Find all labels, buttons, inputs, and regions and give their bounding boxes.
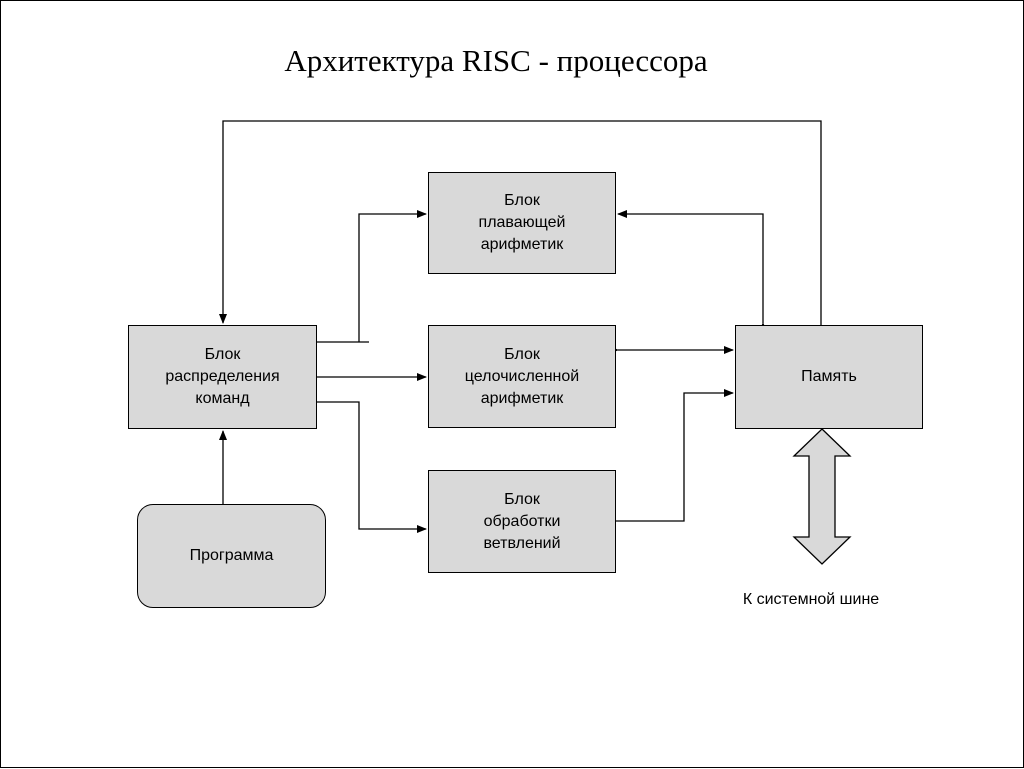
program-block-label: Программа <box>189 547 274 564</box>
alu-block: Блок целочисленной арифметик <box>428 325 616 428</box>
memory-block: Память <box>735 325 923 429</box>
dispatch-block-label: Блок распределения команд <box>165 346 280 407</box>
memory-block-label: Память <box>801 368 857 385</box>
system-bus-arrow <box>792 428 852 565</box>
line-dispatch-to-branch <box>317 401 427 533</box>
branch-block-label: Блок обработки ветвлений <box>483 490 561 552</box>
program-block: Программа <box>137 504 326 608</box>
line-branch-to-memory <box>616 389 734 522</box>
line-fpu-memory <box>617 210 767 332</box>
system-bus-label: К системной шине <box>742 591 880 608</box>
line-dispatch-to-fpu <box>317 214 426 343</box>
branch-block: Блок обработки ветвлений <box>428 470 616 573</box>
feedback-line-memory-to-dispatch <box>219 120 822 325</box>
dispatch-block: Блок распределения команд <box>128 325 317 429</box>
diagram-title: Архитектура RISC - процессора <box>284 43 708 78</box>
fpu-block-label: Блок плавающей арифметик <box>478 192 566 253</box>
alu-block-label: Блок целочисленной арифметик <box>464 345 580 407</box>
fpu-block: Блок плавающей арифметик <box>428 172 616 274</box>
